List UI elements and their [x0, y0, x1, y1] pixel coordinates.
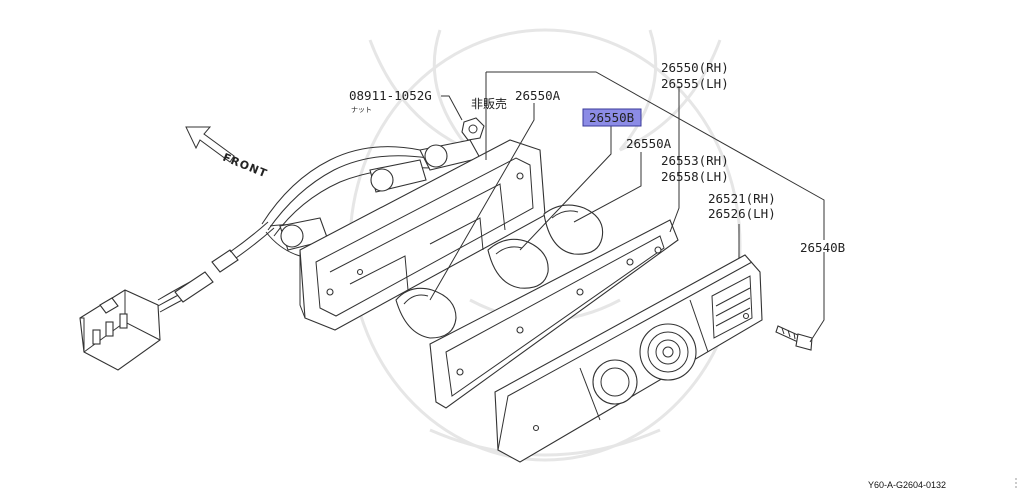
callout-gasket-lh: 26558(LH) — [661, 169, 729, 184]
reference-code: Y60-A-G2604-0132 — [868, 480, 946, 490]
callout-nut-part: 08911-1052G — [349, 88, 432, 103]
bulb-left — [395, 287, 457, 339]
leader-lines — [429, 71, 825, 343]
callout-bulb-a-lower: 26550A — [626, 136, 672, 151]
screw — [775, 325, 813, 351]
callout-gasket-rh: 26553(RH) — [661, 153, 729, 168]
bulb-right — [543, 204, 604, 255]
callout-lamp-rh: 26550(RH) — [661, 60, 729, 75]
front-label: FRONT — [221, 151, 269, 181]
bulb-middle — [487, 238, 549, 289]
lamp-lens — [494, 254, 763, 463]
callout-lens-rh: 26521(RH) — [708, 191, 776, 206]
callout-nut-name: ナット — [351, 106, 372, 114]
callout-bulb-b-highlight[interactable]: 26550B — [589, 110, 634, 125]
callout-lamp-lh: 26555(LH) — [661, 76, 729, 91]
gasket — [429, 219, 679, 409]
callout-lens-lh: 26526(LH) — [708, 206, 776, 221]
highlight-box — [582, 108, 642, 127]
callout-screw: 26540B — [800, 240, 845, 255]
callout-not-for-sale: 非販売 — [471, 96, 507, 111]
nut — [461, 117, 485, 141]
wiring-connector — [79, 289, 161, 371]
callout-bulb-a-upper: 26550A — [515, 88, 561, 103]
front-arrow-icon — [185, 126, 235, 163]
